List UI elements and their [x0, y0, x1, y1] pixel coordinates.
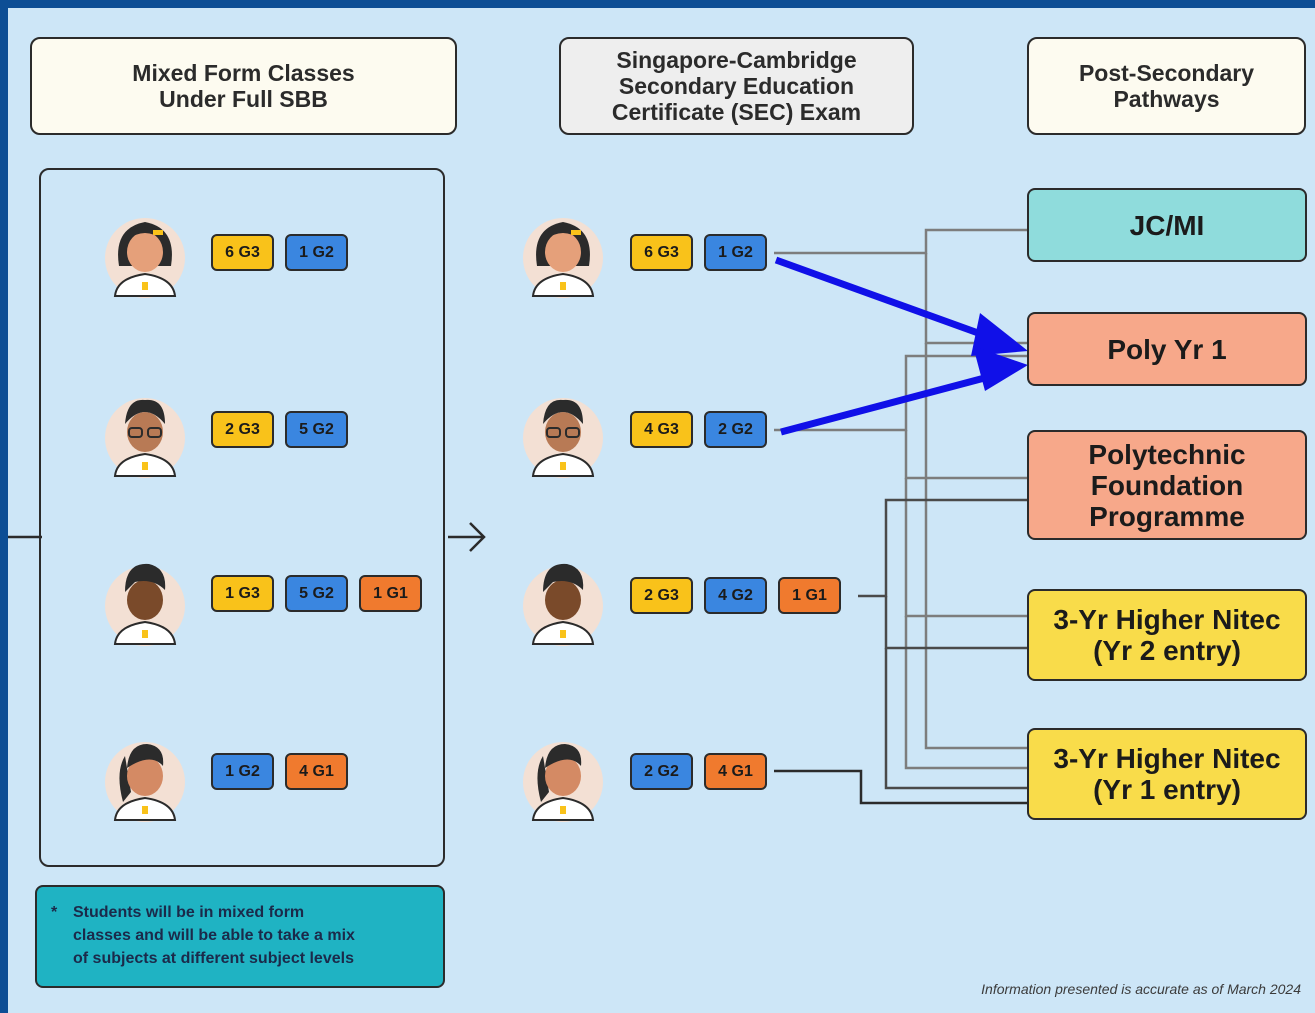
- pathway-higher-nitec-yr2: 3-Yr Higher Nitec (Yr 2 entry): [1027, 589, 1307, 681]
- asterisk: *: [51, 904, 58, 921]
- pathway-jc-mi: JC/MI: [1027, 188, 1307, 262]
- badge-after-3-3: 1 G1: [778, 577, 841, 614]
- pathway-higher-nitec-yr1: 3-Yr Higher Nitec (Yr 1 entry): [1027, 728, 1307, 820]
- pathway-polytechnic-foundation-programme: Polytechnic Foundation Programme: [1027, 430, 1307, 540]
- boy-glasses-student-avatar-after: [523, 398, 603, 478]
- badge-after-3-1: 2 G3: [630, 577, 693, 614]
- badge-after-2-1: 4 G3: [630, 411, 693, 448]
- badge-after-2-2: 2 G2: [704, 411, 767, 448]
- column-arrow: [448, 522, 486, 552]
- mixed-form-note: * Students will be in mixed form classes…: [35, 885, 445, 988]
- connector-lines: [8, 228, 1030, 805]
- arrowhead-student1: [971, 313, 1028, 356]
- arrowhead-student2: [973, 346, 1028, 391]
- student4-lines: [774, 769, 1030, 805]
- diagram-canvas: Mixed Form Classes Under Full SBB Singap…: [8, 8, 1315, 1013]
- girl-ponytail-student-avatar-after: [523, 742, 603, 822]
- header-mixed-form-classes: Mixed Form Classes Under Full SBB: [30, 37, 457, 135]
- badge-before-4-1: 1 G2: [211, 753, 274, 790]
- header-sec-exam: Singapore-Cambridge Secondary Education …: [559, 37, 914, 135]
- highlight-arrows: [774, 256, 1028, 436]
- badge-before-2-1: 2 G3: [211, 411, 274, 448]
- student2-lines: [774, 354, 1030, 770]
- girl-student-avatar: [105, 218, 185, 298]
- accuracy-footnote: Information presented is accurate as of …: [981, 981, 1301, 997]
- badge-after-1-1: 6 G3: [630, 234, 693, 271]
- boy-student-avatar: [105, 563, 185, 646]
- boy-glasses-student-avatar: [105, 398, 185, 478]
- badge-after-4-2: 4 G1: [704, 753, 767, 790]
- badge-before-1-2: 1 G2: [285, 234, 348, 271]
- badge-after-1-2: 1 G2: [704, 234, 767, 271]
- badge-before-3-3: 1 G1: [359, 575, 422, 612]
- arrow-student1: [774, 256, 994, 342]
- badge-before-1-1: 6 G3: [211, 234, 274, 271]
- badge-before-3-2: 5 G2: [285, 575, 348, 612]
- student3-lines: [858, 498, 1030, 790]
- badge-after-3-2: 4 G2: [704, 577, 767, 614]
- badge-before-4-2: 4 G1: [285, 753, 348, 790]
- mixed-form-panel: [39, 168, 445, 867]
- left-frame: [0, 0, 8, 1013]
- note-text: Students will be in mixed form classes a…: [73, 904, 355, 967]
- header-post-secondary: Post-Secondary Pathways: [1027, 37, 1306, 135]
- badge-before-3-1: 1 G3: [211, 575, 274, 612]
- top-frame: [0, 0, 1315, 8]
- girl-student-avatar-after: [523, 218, 603, 298]
- girl-ponytail-student-avatar: [105, 742, 185, 822]
- boy-student-avatar-after: [523, 563, 603, 646]
- pathway-poly-yr1: Poly Yr 1: [1027, 312, 1307, 386]
- arrow-student2: [780, 372, 993, 436]
- badge-after-4-1: 2 G2: [630, 753, 693, 790]
- badge-before-2-2: 5 G2: [285, 411, 348, 448]
